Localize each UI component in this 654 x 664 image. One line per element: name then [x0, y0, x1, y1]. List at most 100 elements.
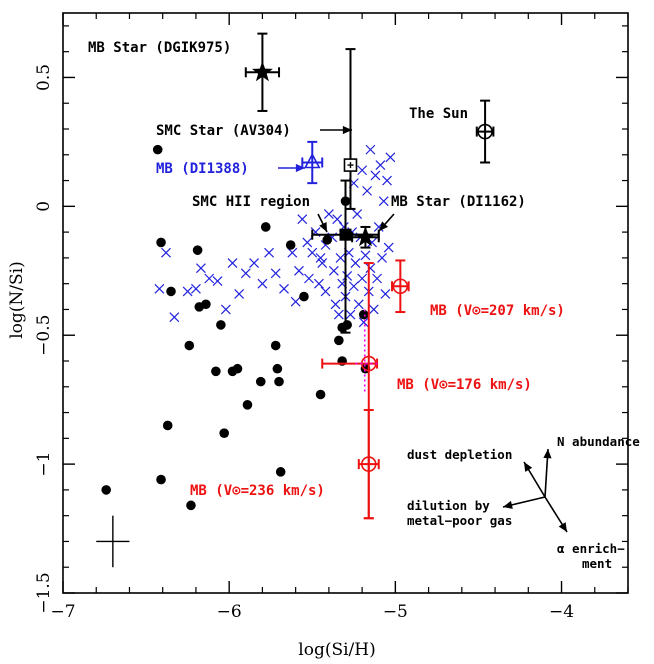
blue-cross-stroke [330, 299, 341, 310]
blue-cross-stroke [240, 268, 251, 279]
arrow-mb-star-di1162 [378, 213, 395, 232]
vector-label-alpha-2: ment [582, 556, 612, 571]
blue-cross-point [196, 263, 206, 274]
blue-cross-stroke [335, 252, 346, 263]
blue-cross-point [348, 281, 359, 292]
blue-cross-point [357, 165, 368, 176]
filled-circle-point [285, 240, 296, 250]
typical-error-bar [96, 515, 130, 568]
point-mb-star-di1162 [351, 225, 380, 249]
blue-cross-point [360, 250, 371, 261]
blue-cross-stroke [212, 276, 223, 287]
blue-cross-stroke [161, 247, 171, 258]
blue-cross-point [380, 289, 391, 299]
y-tick-label: −0.5 [34, 315, 54, 356]
filled-circle-point [342, 320, 352, 330]
triangle-marker [303, 152, 321, 169]
filled-circle-point [192, 245, 203, 255]
blue-cross-point [191, 283, 201, 294]
blue-cross-point [383, 242, 394, 253]
vector-n-abundance [543, 448, 552, 498]
blue-cross-point [330, 299, 341, 310]
vector-dilution [502, 496, 546, 509]
point-mb-di1388 [301, 140, 324, 185]
label-mb-v176: MB (V⊙=176 km/s) [397, 377, 532, 393]
blue-cross-point [365, 144, 376, 155]
blue-cross-stroke [257, 278, 268, 289]
arrow-head [503, 500, 513, 509]
filled-circle-point [216, 320, 226, 330]
blue-cross-point [249, 258, 260, 268]
star-marker [355, 226, 376, 247]
blue-cross-stroke [357, 165, 368, 176]
blue-cross-point [161, 247, 171, 258]
blue-cross-stroke [297, 214, 308, 225]
filled-circle-point [156, 474, 166, 485]
y-tick-label: −1.5 [34, 572, 54, 613]
blue-cross-point [234, 289, 245, 299]
point-mb-v-236-km-s [357, 408, 380, 520]
blue-cross-point [257, 278, 268, 289]
plot-frame [62, 12, 629, 594]
label-mb-v207: MB (V⊙=207 km/s) [430, 303, 565, 319]
blue-cross-stroke [304, 273, 314, 284]
y-axis-label: log(N/Si) [7, 261, 27, 339]
blue-cross-point [368, 304, 379, 315]
blue-cross-stroke [378, 196, 389, 207]
blue-cross-stroke [370, 170, 381, 181]
blue-cross-stroke [196, 263, 206, 274]
label-mb-di1388: MB (DI1388) [156, 161, 249, 177]
blue-cross-stroke [382, 175, 392, 186]
blue-cross-point [352, 209, 363, 219]
arrow-smc-star-av304 [320, 125, 352, 135]
x-tick-label: −6 [217, 602, 242, 622]
blue-cross-point [375, 160, 386, 171]
blue-cross-stroke [375, 160, 386, 171]
filled-circle-point [358, 309, 369, 320]
point-smc-star-av304 [343, 48, 358, 210]
blue-cross-stroke [154, 283, 165, 294]
filled-circle-point [260, 222, 271, 232]
blue-cross-point [304, 273, 314, 284]
blue-cross-point [290, 296, 301, 307]
blue-cross-point [358, 317, 369, 328]
blue-cross-point [382, 175, 392, 186]
vector-label-n-abundance: N abundance [557, 434, 640, 449]
axes: −7−6−5−4−1.5−1−0.500.5 [34, 12, 629, 622]
filled-circle-point [184, 340, 195, 351]
y-tick-label: −1 [34, 452, 54, 477]
blue-cross-stroke [313, 278, 324, 289]
blue-cross-point [240, 268, 251, 279]
blue-cross-stroke [328, 265, 339, 276]
blue-cross-point [362, 185, 373, 196]
blue-cross-point [279, 283, 289, 294]
blue-cross-stroke [204, 273, 215, 284]
vector-label-dust-depletion: dust depletion [407, 447, 512, 462]
star-marker [252, 61, 273, 82]
blue-cross-point [264, 247, 274, 258]
blue-cross-point [378, 196, 389, 207]
vector-label-dilution-2: metal−poor gas [407, 513, 512, 528]
filled-circle-point [274, 376, 284, 387]
blue-cross-stroke [294, 265, 304, 276]
point-mb-v-207-km-s [391, 259, 410, 314]
filled-circle-point [242, 400, 253, 410]
blue-cross-stroke [365, 263, 376, 274]
blue-cross-point [294, 265, 304, 276]
blue-cross-stroke [368, 304, 379, 315]
blue-cross-point [345, 309, 356, 320]
blue-cross-stroke [357, 273, 368, 284]
arrow-head [558, 522, 567, 532]
filled-circle-point [275, 467, 286, 477]
blue-cross-stroke [332, 214, 343, 225]
filled-circle-point [162, 420, 173, 431]
arrow-smc-hii-region [317, 213, 328, 233]
blue-cross-point [182, 286, 193, 297]
magenta-dotted-bar [355, 309, 379, 395]
blue-cross-stroke [317, 258, 328, 268]
vector-dust-depletion [523, 461, 546, 498]
blue-cross-stroke [315, 252, 326, 263]
blue-cross-stroke [377, 252, 387, 263]
filled-circle-point [272, 363, 283, 374]
blue-cross-stroke [290, 296, 301, 307]
